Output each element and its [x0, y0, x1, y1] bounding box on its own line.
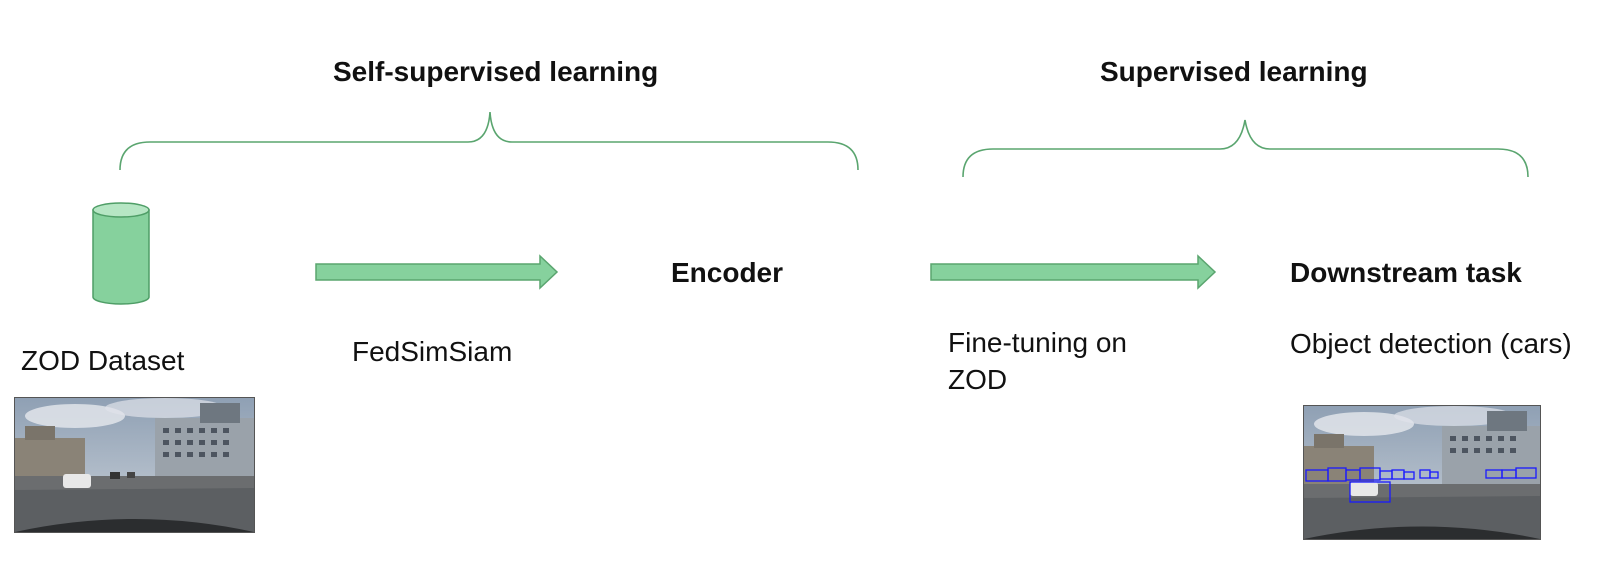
detection-boxes [1305, 467, 1537, 503]
heading-self-supervised: Self-supervised learning [333, 56, 659, 87]
label-task: Object detection (cars) [1290, 328, 1572, 359]
label-method: FedSimSiam [352, 336, 513, 367]
database-cylinder-icon [92, 202, 150, 305]
node-downstream-task: Downstream task [1290, 257, 1522, 288]
right-arrow-icon [315, 254, 559, 290]
label-dataset: ZOD Dataset [21, 345, 185, 376]
street-photo-dataset [14, 397, 255, 533]
node-encoder: Encoder [671, 257, 784, 288]
right-arrow-icon [930, 254, 1217, 290]
label-finetune-line2: ZOD [948, 364, 1008, 395]
heading-supervised: Supervised learning [1100, 56, 1368, 87]
brace-supervised [962, 119, 1529, 178]
street-photo-detections [1303, 405, 1541, 540]
brace-self-supervised [119, 111, 859, 171]
label-finetune-line1: Fine-tuning on [948, 327, 1128, 358]
